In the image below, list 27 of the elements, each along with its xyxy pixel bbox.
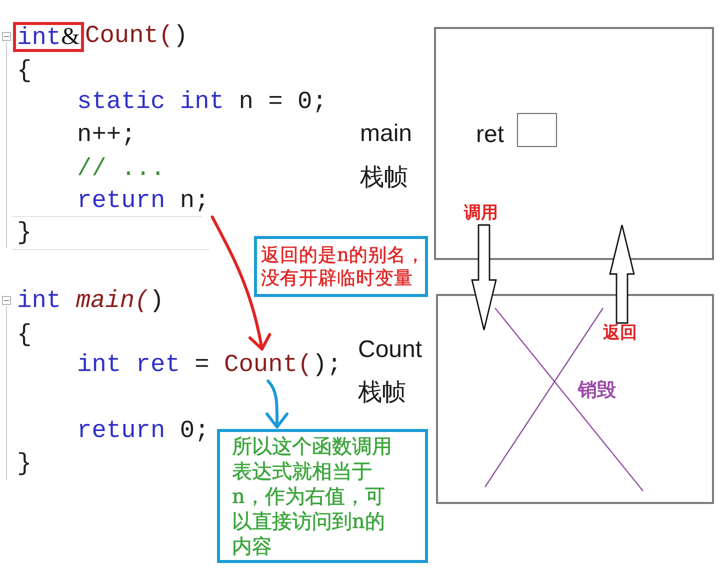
note-box: 所以这个函数调用表达式就相当于n，作为右值，可以直接访问到n的内容: [217, 429, 428, 563]
curved-arrow: [266, 380, 289, 428]
frame-label: Count: [358, 335, 422, 365]
highlight-box: int&: [13, 22, 84, 52]
edge-label: 调用: [463, 204, 499, 224]
code-line: }: [17, 450, 32, 480]
variable-label: ret: [476, 120, 504, 150]
curved-arrow: [210, 216, 271, 350]
frame-label: 栈帧: [358, 378, 406, 408]
code-line: // ...: [77, 155, 166, 185]
code-line: return n;: [77, 187, 210, 217]
block-arrow: [609, 224, 635, 324]
code-line: Count(): [85, 22, 188, 52]
note-box: 返回的是n的别名，没有开辟临时变量: [254, 236, 428, 297]
code-line: {: [17, 57, 32, 87]
code-line: int ret = Count();: [77, 351, 342, 381]
code-line: }: [17, 219, 32, 249]
code-line: int main(): [17, 287, 164, 317]
code-line: return 0;: [77, 417, 210, 447]
code-line: n++;: [77, 121, 136, 151]
code-line: {: [17, 321, 32, 351]
block-arrow: [471, 224, 497, 331]
annotation-label: 销毁: [578, 380, 616, 402]
frame-label: 栈帧: [360, 163, 408, 193]
code-line: static int n = 0;: [77, 88, 327, 118]
edge-label: 返回: [602, 324, 638, 344]
frame-label: main: [360, 119, 412, 149]
